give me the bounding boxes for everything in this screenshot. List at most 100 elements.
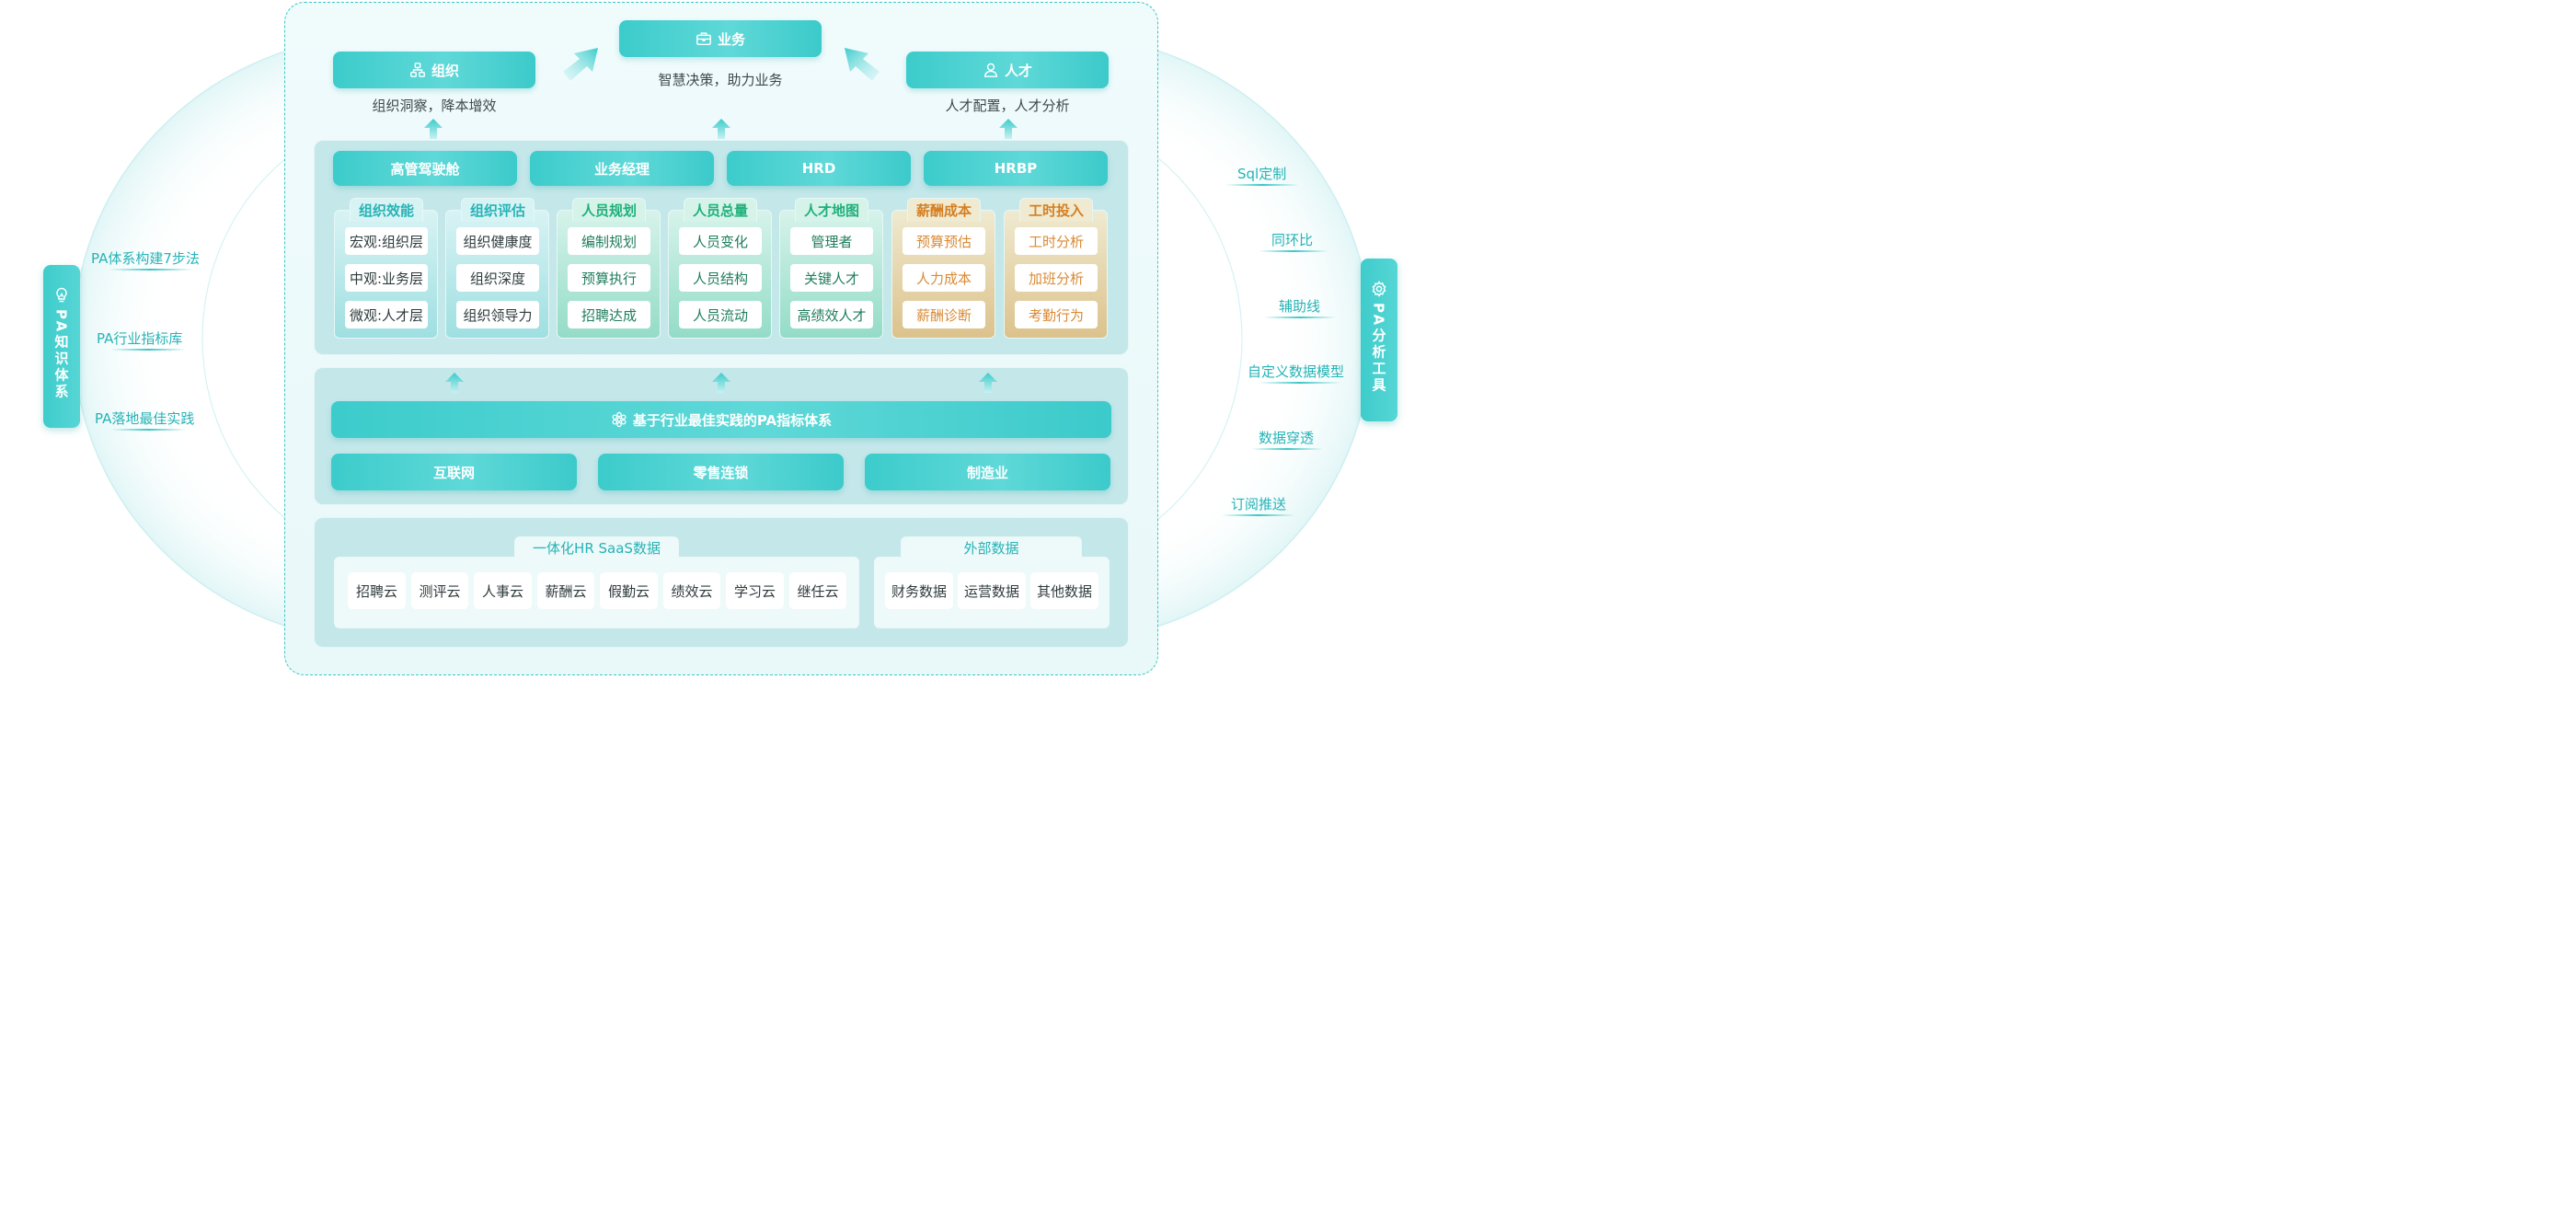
metric-card: 工时投入 工时分析 加班分析 考勤行为 [1004, 198, 1108, 339]
knowledge-system-label: PA知识体系 [52, 309, 70, 401]
role-hrbp[interactable]: HRBP [924, 151, 1108, 186]
talent-label: 人才 [1004, 62, 1032, 79]
metric-item[interactable]: 管理者 [790, 227, 873, 255]
right-item-underline [1259, 382, 1341, 384]
metric-card: 人员规划 编制规划 预算执行 招聘达成 [557, 198, 661, 339]
industry-internet[interactable]: 互联网 [331, 454, 577, 490]
metric-title: 组织评估 [461, 198, 535, 222]
org-label: 组织 [431, 62, 459, 79]
right-item-3[interactable]: 自定义数据模型 [1248, 363, 1345, 380]
metric-item[interactable]: 编制规划 [568, 227, 650, 255]
saas-item[interactable]: 假勤云 [600, 572, 658, 609]
org-button[interactable]: 组织 [333, 52, 535, 88]
left-item-1[interactable]: PA行业指标库 [97, 330, 183, 347]
left-item-0[interactable]: PA体系构建7步法 [91, 250, 200, 267]
metric-item[interactable]: 招聘达成 [568, 301, 650, 328]
left-item-underline [110, 349, 186, 351]
metric-item[interactable]: 加班分析 [1015, 264, 1098, 292]
analysis-tools-tab[interactable]: PA分析工具 [1361, 259, 1397, 421]
saas-item[interactable]: 学习云 [726, 572, 784, 609]
left-item-underline [109, 269, 193, 271]
role-label: HRD [801, 160, 836, 177]
business-button[interactable]: 业务 [619, 20, 822, 57]
external-item[interactable]: 其他数据 [1030, 572, 1098, 609]
external-item[interactable]: 财务数据 [885, 572, 953, 609]
business-subtitle: 智慧决策，助力业务 [658, 72, 783, 88]
metric-title: 人才地图 [795, 198, 868, 222]
metric-item[interactable]: 工时分析 [1015, 227, 1098, 255]
role-label: 高管驾驶舱 [390, 160, 460, 178]
right-item-1[interactable]: 同环比 [1271, 232, 1314, 248]
external-data-title: 外部数据 [901, 536, 1082, 558]
indicator-system-label: 基于行业最佳实践的PA指标体系 [632, 411, 833, 429]
metric-item[interactable]: 预算执行 [568, 264, 650, 292]
metric-item[interactable]: 组织深度 [456, 264, 539, 292]
role-business-manager[interactable]: 业务经理 [530, 151, 714, 186]
industry-retail-chain[interactable]: 零售连锁 [598, 454, 844, 490]
metric-item[interactable]: 人力成本 [903, 264, 985, 292]
knowledge-system-tab[interactable]: PA知识体系 [43, 265, 80, 428]
person-icon [983, 63, 998, 77]
metric-item[interactable]: 微观:人才层 [345, 301, 428, 328]
up-arrow [712, 119, 730, 139]
industry-label: 制造业 [966, 464, 1008, 481]
metric-title: 组织效能 [350, 198, 423, 222]
metric-item[interactable]: 人员变化 [679, 227, 762, 255]
role-label: 业务经理 [593, 160, 650, 178]
metric-card: 组织效能 宏观:组织层 中观:业务层 微观:人才层 [334, 198, 438, 339]
metric-item[interactable]: 考勤行为 [1015, 301, 1098, 328]
briefcase-icon [696, 32, 711, 46]
business-label: 业务 [717, 30, 745, 48]
metric-title: 人员总量 [684, 198, 757, 222]
lightbulb-icon [56, 287, 67, 303]
role-hrd[interactable]: HRD [727, 151, 911, 186]
right-item-underline [1259, 250, 1328, 252]
saas-item[interactable]: 绩效云 [663, 572, 720, 609]
metric-item[interactable]: 组织健康度 [456, 227, 539, 255]
metric-item[interactable]: 薪酬诊断 [903, 301, 985, 328]
metric-item[interactable]: 高绩效人才 [790, 301, 873, 328]
industry-manufacturing[interactable]: 制造业 [865, 454, 1110, 490]
flower-icon [612, 411, 627, 428]
diagonal-arrow-left [563, 48, 598, 81]
role-executive-cockpit[interactable]: 高管驾驶舱 [333, 151, 517, 186]
saas-data-title: 一体化HR SaaS数据 [514, 536, 679, 558]
metric-card: 人才地图 管理者 关键人才 高绩效人才 [779, 198, 883, 339]
indicator-system-bar[interactable]: 基于行业最佳实践的PA指标体系 [331, 401, 1111, 438]
industry-label: 互联网 [432, 464, 475, 481]
metric-item[interactable]: 预算预估 [903, 227, 985, 255]
right-item-5[interactable]: 订阅推送 [1231, 496, 1287, 512]
saas-item[interactable]: 人事云 [474, 572, 532, 609]
saas-item[interactable]: 招聘云 [348, 572, 406, 609]
right-item-2[interactable]: 辅助线 [1279, 298, 1321, 315]
external-item[interactable]: 运营数据 [958, 572, 1026, 609]
diagonal-arrow-right [845, 48, 880, 81]
right-item-0[interactable]: Sql定制 [1237, 166, 1287, 182]
right-item-underline [1222, 514, 1295, 516]
role-label: HRBP [994, 160, 1038, 177]
left-item-2[interactable]: PA落地最佳实践 [95, 410, 195, 427]
analysis-tools-label: PA分析工具 [1370, 303, 1387, 395]
saas-item[interactable]: 薪酬云 [537, 572, 594, 609]
metric-card: 薪酬成本 预算预估 人力成本 薪酬诊断 [891, 198, 995, 339]
up-arrow [712, 373, 730, 393]
gear-icon [1372, 281, 1386, 297]
saas-item[interactable]: 测评云 [411, 572, 468, 609]
metric-item[interactable]: 关键人才 [790, 264, 873, 292]
right-item-4[interactable]: 数据穿透 [1259, 430, 1315, 446]
metric-title: 薪酬成本 [907, 198, 981, 222]
metric-item[interactable]: 人员结构 [679, 264, 762, 292]
metric-card: 人员总量 人员变化 人员结构 人员流动 [668, 198, 772, 339]
talent-subtitle: 人才配置，人才分析 [945, 98, 1070, 114]
metric-card: 组织评估 组织健康度 组织深度 组织领导力 [445, 198, 549, 339]
metric-item[interactable]: 人员流动 [679, 301, 762, 328]
metric-item[interactable]: 中观:业务层 [345, 264, 428, 292]
metric-item[interactable]: 宏观:组织层 [345, 227, 428, 255]
right-item-underline [1225, 184, 1299, 186]
metric-item[interactable]: 组织领导力 [456, 301, 539, 328]
up-arrow [445, 373, 464, 393]
up-arrow [979, 373, 997, 393]
talent-button[interactable]: 人才 [906, 52, 1109, 88]
saas-item[interactable]: 继任云 [789, 572, 846, 609]
right-item-underline [1264, 317, 1336, 318]
